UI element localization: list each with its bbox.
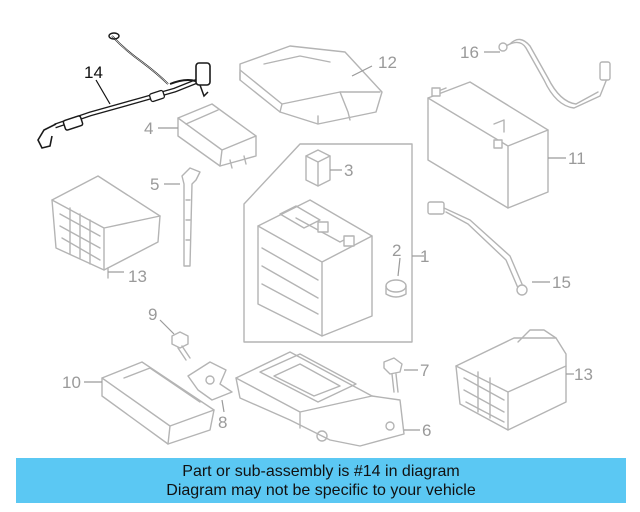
part-4-bracket[interactable] bbox=[177, 103, 257, 169]
part-11-aux-battery[interactable] bbox=[427, 81, 549, 209]
battery-group-frame bbox=[243, 143, 413, 343]
leader-14 bbox=[95, 79, 111, 105]
callout-10[interactable]: 10 bbox=[62, 373, 81, 392]
part-7-bolt[interactable] bbox=[383, 357, 403, 393]
part-1-main-battery[interactable] bbox=[257, 199, 373, 337]
part-14-battery-cable[interactable] bbox=[37, 32, 211, 149]
part-5-hold-down-rod[interactable] bbox=[181, 167, 201, 267]
callout-16[interactable]: 16 bbox=[460, 43, 479, 62]
callout-14[interactable]: 14 bbox=[84, 63, 103, 82]
callout-8[interactable]: 8 bbox=[218, 413, 227, 432]
info-banner: Part or sub-assembly is #14 in diagram D… bbox=[16, 458, 626, 503]
leader-9 bbox=[159, 319, 175, 335]
leader-8 bbox=[221, 399, 225, 413]
leader-2 bbox=[397, 257, 401, 277]
callout-2[interactable]: 2 bbox=[392, 241, 401, 260]
callout-6[interactable]: 6 bbox=[422, 421, 431, 440]
callout-5[interactable]: 5 bbox=[150, 175, 159, 194]
part-10-tray-support[interactable] bbox=[101, 361, 215, 445]
part-8-clamp[interactable] bbox=[187, 361, 233, 401]
leader-12 bbox=[351, 65, 373, 77]
part-15-sensor-cable[interactable] bbox=[427, 201, 528, 296]
callout-3[interactable]: 3 bbox=[344, 161, 353, 180]
callout-7[interactable]: 7 bbox=[420, 361, 429, 380]
part-6-battery-tray[interactable] bbox=[235, 351, 405, 447]
part-12-cover[interactable] bbox=[239, 45, 383, 125]
callout-13b[interactable]: 13 bbox=[574, 365, 593, 384]
callout-9[interactable]: 9 bbox=[148, 305, 157, 324]
banner-line-1: Part or sub-assembly is #14 in diagram bbox=[182, 462, 460, 480]
part-3-terminal-cap[interactable] bbox=[305, 149, 331, 187]
callout-11[interactable]: 11 bbox=[568, 149, 586, 168]
callout-4[interactable]: 4 bbox=[144, 119, 153, 138]
part-13-insulator-right[interactable] bbox=[455, 329, 567, 431]
part-16-ground-cable[interactable] bbox=[498, 38, 611, 109]
callout-13a[interactable]: 13 bbox=[128, 267, 147, 286]
callout-12[interactable]: 12 bbox=[378, 53, 397, 72]
part-2-vent-plug[interactable] bbox=[385, 279, 407, 298]
callout-15[interactable]: 15 bbox=[552, 273, 571, 292]
part-13-insulator-left[interactable] bbox=[51, 175, 161, 279]
callout-1[interactable]: 1 bbox=[420, 247, 429, 266]
part-9-bolt[interactable] bbox=[171, 331, 191, 361]
banner-line-2: Diagram may not be specific to your vehi… bbox=[166, 481, 476, 499]
parts-diagram: 14 12 16 11 4 5 bbox=[37, 32, 611, 447]
